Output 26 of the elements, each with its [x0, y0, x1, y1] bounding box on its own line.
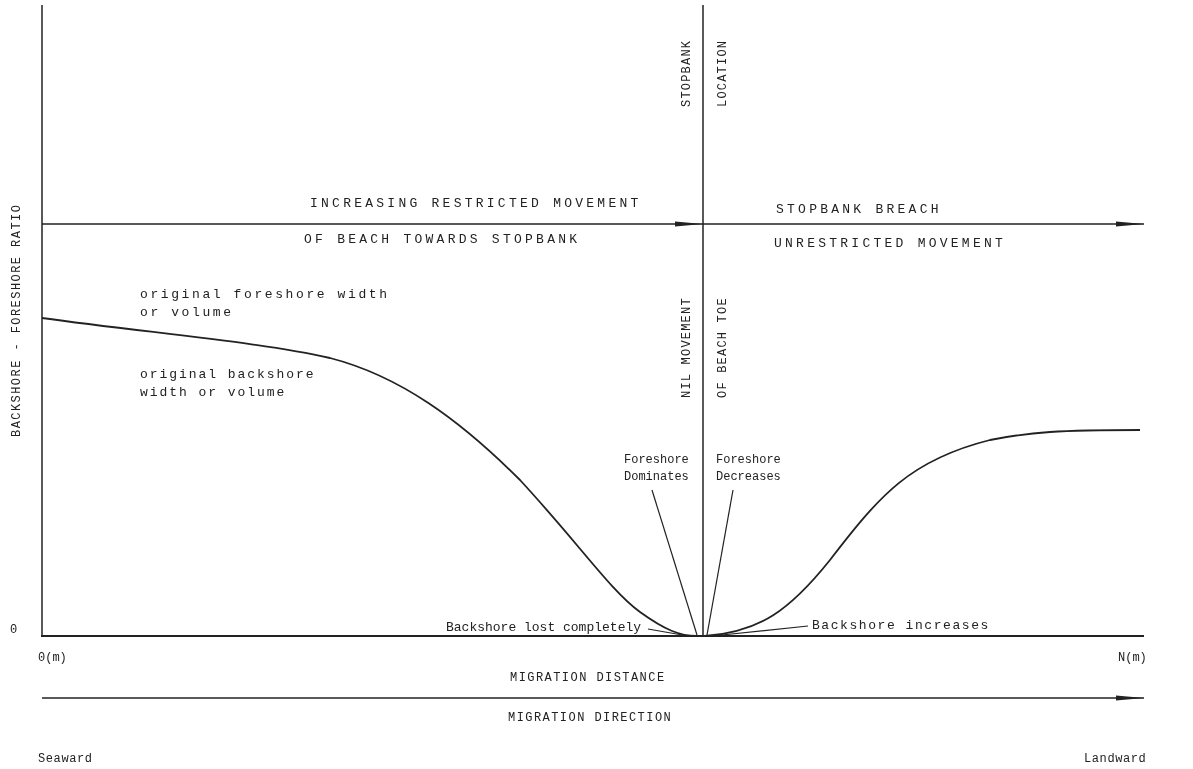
arrow-caption: OF BEACH TOWARDS STOPBANK [304, 231, 581, 249]
curve-note: original backshore width or volume [140, 366, 317, 402]
axis-label: BACKSHORE - FORESHORE RATIO [9, 202, 25, 439]
end-label: Landward [1084, 751, 1147, 768]
arrow-caption: INCREASING RESTRICTED MOVEMENT [310, 195, 642, 213]
axis-note: LOCATION [715, 40, 731, 110]
callout-text: Foreshore Dominates [624, 452, 696, 486]
leader-line [651, 489, 698, 636]
leader-line [721, 625, 809, 636]
ratio-curve [704, 429, 1141, 637]
axis-note: STOPBANK [679, 40, 695, 110]
axis-tick-label: 0 [10, 622, 18, 639]
callout-text: Foreshore Decreases [716, 452, 788, 486]
axis-note: OF BEACH TOE [715, 296, 731, 398]
leader-line [706, 489, 734, 636]
axis-tick-label: N(m) [1118, 650, 1147, 667]
end-label: Seaward [38, 751, 93, 768]
arrow-caption: UNRESTRICTED MOVEMENT [774, 235, 1007, 253]
axis-note: NIL MOVEMENT [679, 296, 695, 398]
callout-text: Backshore increases [812, 616, 990, 636]
arrow-caption: STOPBANK BREACH [776, 201, 942, 219]
curve-note: original foreshore width or volume [140, 286, 391, 322]
axis-label: MIGRATION DISTANCE [510, 670, 666, 687]
leader-line [647, 628, 689, 637]
axis-tick-label: 0(m) [38, 650, 67, 667]
arrow-caption: MIGRATION DIRECTION [508, 710, 673, 727]
